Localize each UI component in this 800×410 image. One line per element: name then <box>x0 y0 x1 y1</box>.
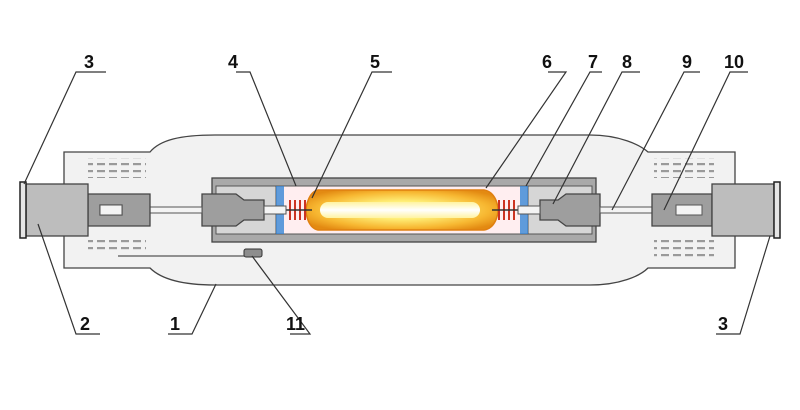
right-electrode-icon <box>492 200 520 220</box>
left-inner-connector-icon <box>201 193 265 227</box>
callout-11: 11 <box>286 314 305 334</box>
callout-2: 2 <box>80 314 90 334</box>
left-lead-wire <box>149 206 203 214</box>
left-electrode-icon <box>286 200 312 220</box>
callout-5: 5 <box>370 52 380 72</box>
callout-7: 7 <box>588 52 598 72</box>
left-cap-plate <box>19 181 27 239</box>
callout-3-right: 3 <box>718 314 728 334</box>
right-base-cap-icon <box>711 183 775 237</box>
callout-4: 4 <box>228 52 238 72</box>
left-upper-fill <box>88 158 146 178</box>
leader-lines <box>23 71 771 335</box>
right-cap-plate <box>773 181 781 239</box>
getter-icon <box>243 248 263 258</box>
right-lead-wire <box>599 206 653 214</box>
left-lower-fill <box>88 236 146 254</box>
right-inner-connector-icon <box>539 193 601 227</box>
callout-9: 9 <box>682 52 692 72</box>
left-outer-connector-pin <box>99 204 123 216</box>
right-inner-lead <box>517 205 541 215</box>
right-outer-connector-pin <box>675 204 703 216</box>
left-base-cap-icon <box>25 183 89 237</box>
arc-core-icon <box>320 202 480 218</box>
right-lower-fill <box>654 236 714 258</box>
callout-6: 6 <box>542 52 552 72</box>
callout-1: 1 <box>170 314 180 334</box>
callout-8: 8 <box>622 52 632 72</box>
callout-labels: 3 4 5 6 7 8 9 10 2 1 11 3 <box>80 52 744 334</box>
callout-3-left: 3 <box>84 52 94 72</box>
callout-10: 10 <box>724 52 744 72</box>
left-inner-lead <box>263 205 287 215</box>
